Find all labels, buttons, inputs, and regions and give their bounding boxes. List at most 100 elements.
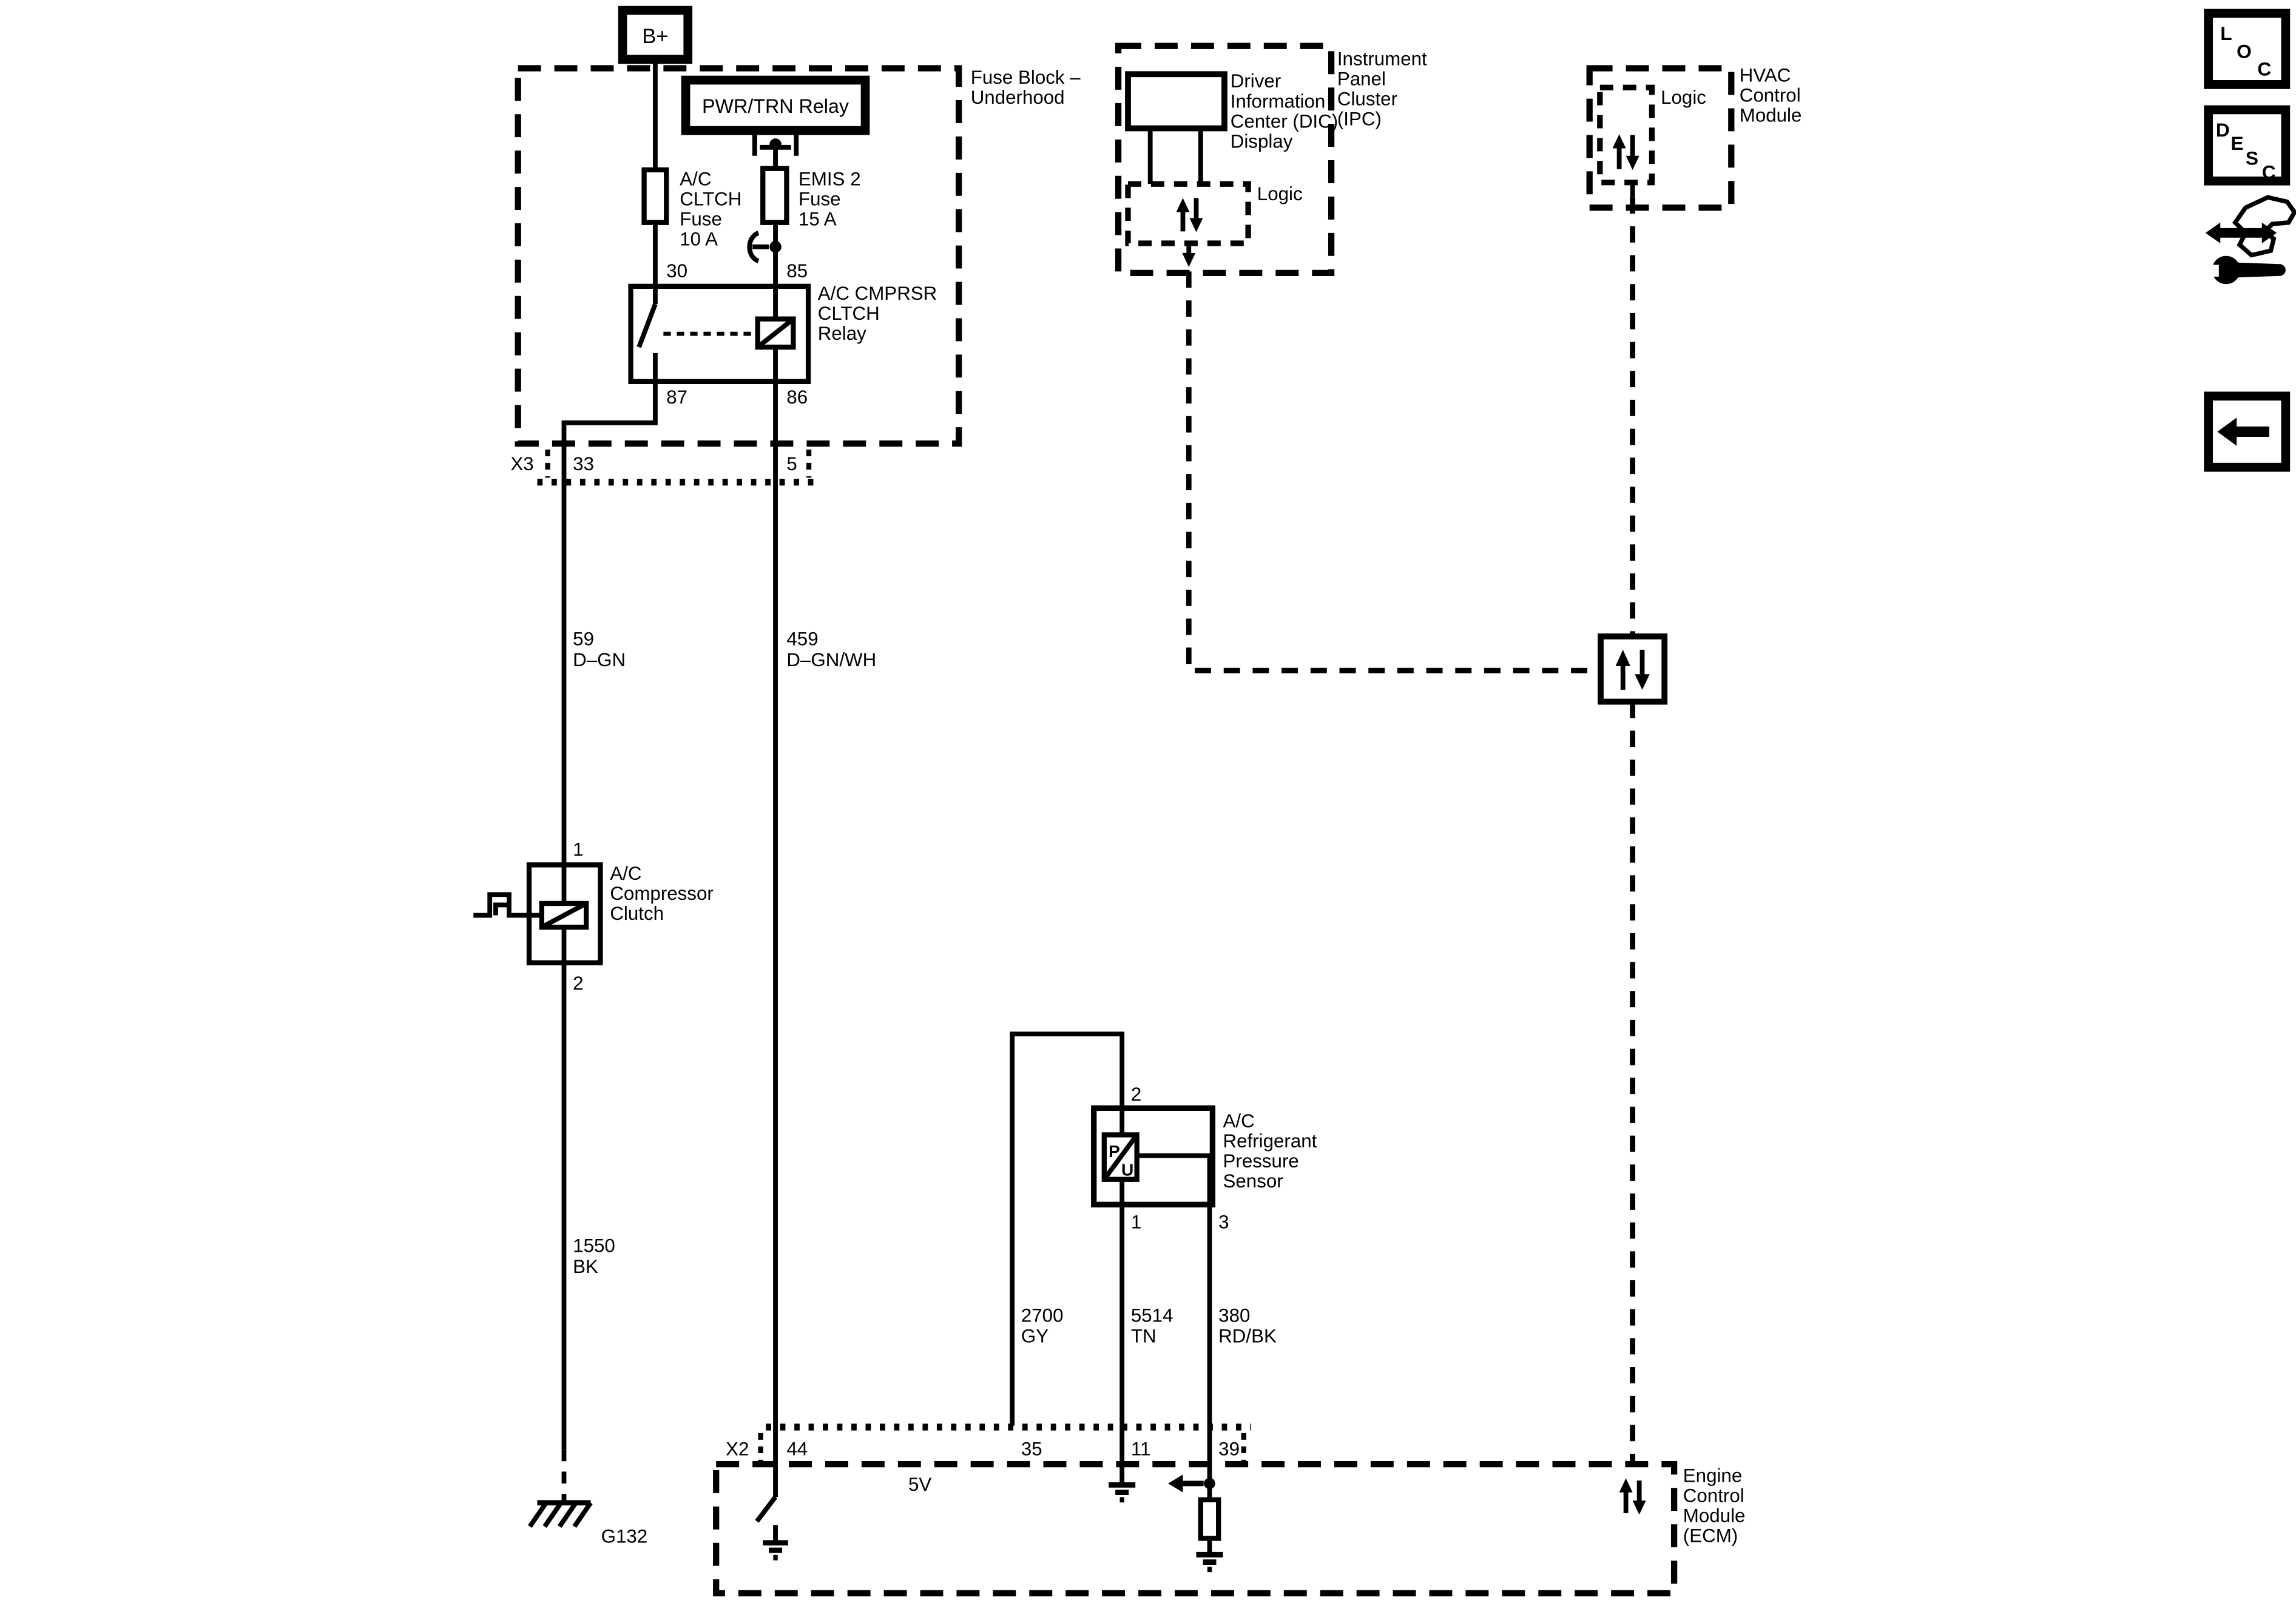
- sensor-symbol-p: P: [1109, 1142, 1120, 1161]
- ecm-pin44-switch: [755, 1464, 788, 1561]
- clutch-label: A/C: [610, 863, 641, 884]
- fuse-block-border: [515, 65, 962, 447]
- x2-label: X2: [726, 1439, 749, 1460]
- chassis-ground-icon: [528, 1500, 593, 1528]
- desc-letter: D: [2216, 119, 2230, 141]
- double-arrow-right-head: [2261, 222, 2277, 243]
- sensor-box: [1091, 1105, 1216, 1207]
- hvac-control-module: Logic HVAC Control Module: [1586, 64, 1802, 1465]
- engine-control-module: Engine Control Module (ECM) 5V: [713, 1461, 1745, 1597]
- fuse-block-label: Underhood: [971, 87, 1065, 108]
- fuse-block-label: Fuse Block –: [971, 67, 1081, 88]
- desc-button[interactable]: D E S C: [2204, 105, 2291, 186]
- hvac-border: [1586, 65, 1735, 211]
- x2-pin-35: 35: [1021, 1439, 1042, 1460]
- wire-1550-label: 1550: [573, 1235, 615, 1257]
- loc-letter: L: [2220, 22, 2232, 44]
- ecm-label: Engine: [1683, 1465, 1742, 1487]
- ac-cltch-fuse-label: CLTCH: [680, 189, 741, 210]
- hvac-label: Module: [1740, 104, 1802, 126]
- wire-2700-label: 2700: [1021, 1305, 1064, 1326]
- b-plus-box: [618, 5, 693, 64]
- switch-blade: [755, 1495, 778, 1523]
- emis2-fuse-label: EMIS 2: [799, 169, 861, 190]
- back-button[interactable]: [2204, 391, 2291, 472]
- serial-data-arrows-icon: [1615, 649, 1650, 690]
- dic-label: Driver: [1231, 70, 1281, 92]
- wire-59-label: 59: [573, 629, 594, 650]
- loc-letter: O: [2237, 40, 2252, 62]
- x3-label: X3: [510, 453, 533, 474]
- relay-pin-30: 30: [666, 260, 687, 282]
- relay-label: A/C CMPRSR: [818, 283, 937, 304]
- fuse-block-underhood: Fuse Block – Underhood: [515, 65, 1081, 447]
- sensor-pu-diagonal: [1102, 1133, 1139, 1181]
- ground-icon: [1196, 1551, 1223, 1573]
- desc-letter: C: [2262, 161, 2276, 183]
- relay-label: CLTCH: [818, 303, 880, 324]
- ac-cltch-fuse-label: Fuse: [680, 209, 722, 230]
- relay-pin-87: 87: [666, 387, 687, 408]
- loc-button[interactable]: L O C: [2204, 8, 2291, 89]
- wire-459-label: D–GN/WH: [786, 649, 876, 670]
- connector-x3: X3 33 5: [510, 449, 814, 486]
- ecm-label: Control: [1683, 1485, 1744, 1507]
- ground-g132-label: G132: [601, 1526, 648, 1547]
- back-arrow-head: [2217, 417, 2237, 446]
- hvac-label: HVAC: [1740, 64, 1791, 86]
- ecm-5v-label: 5V: [908, 1474, 931, 1495]
- pwr-trn-relay-label: PWR/TRN Relay: [702, 95, 849, 117]
- repair-tools-button[interactable]: [2205, 195, 2296, 285]
- circuit-59-dgn: 59 D–GN 1 2 A/C Compressor Clutch 1550 B…: [473, 381, 714, 1547]
- small-wrench-icon: [2212, 255, 2286, 285]
- sensor-label: Refrigerant: [1223, 1130, 1317, 1152]
- mechanical-link-icon: [493, 902, 509, 916]
- wire-5514-label: 5514: [1131, 1305, 1173, 1326]
- ground-icon: [763, 1540, 788, 1561]
- relay-coil-diagonal: [756, 317, 795, 349]
- dic-label: Information: [1231, 90, 1326, 112]
- resistor-symbol: [1198, 1497, 1221, 1541]
- ac-cltch-fuse-label: A/C: [680, 169, 711, 190]
- battery-feed: B+: [618, 5, 693, 291]
- sensor-symbol-u: U: [1121, 1161, 1133, 1180]
- mechanical-link-icon: [473, 892, 542, 918]
- ipc-border: [1115, 42, 1335, 277]
- junction-box: [1598, 633, 1668, 705]
- ecm-pin39-signal: [1168, 1464, 1223, 1573]
- x2-pin-39: 39: [1218, 1439, 1240, 1460]
- desc-box[interactable]: [2204, 105, 2291, 186]
- emis2-feed: EMIS 2 Fuse 15 A: [747, 132, 861, 291]
- serial-data-arrows-icon: [1176, 198, 1203, 232]
- dic-label: Center (DIC): [1231, 110, 1338, 132]
- wire-380-label: RD/BK: [1218, 1326, 1277, 1347]
- ecm-label: (ECM): [1683, 1525, 1738, 1547]
- ground-icon: [1109, 1482, 1136, 1503]
- x3-pin-33: 33: [573, 453, 594, 474]
- instrument-panel-cluster: Driver Information Center (DIC) Display …: [1115, 42, 1601, 673]
- ac-cmprsr-cltch-relay: 30 85 87 86 A/C CMPRSR CLTCH Relay: [628, 260, 937, 408]
- ecm-pin11-ground: [1109, 1464, 1136, 1503]
- ipc-label: Cluster: [1337, 89, 1397, 110]
- fuse-symbol: [641, 167, 669, 225]
- dic-label: Display: [1231, 130, 1293, 152]
- pwr-trn-relay-box: [681, 75, 870, 135]
- circuit-459-dgnwh: 459 D–GN/WH: [773, 381, 876, 1465]
- x3-pin-5: 5: [786, 453, 797, 474]
- ipc-logic-box: [1125, 181, 1251, 246]
- clutch-label: Compressor: [610, 883, 713, 904]
- loc-box[interactable]: [2204, 8, 2291, 89]
- wire-2700-label: GY: [1021, 1326, 1048, 1347]
- ecm-border: [713, 1461, 1678, 1597]
- sensor-pin-3: 3: [1218, 1211, 1229, 1232]
- wire-2700-gy: [1010, 1031, 1125, 1426]
- relay-box: [628, 283, 811, 384]
- hvac-label: Control: [1740, 84, 1801, 106]
- relay-pin-86: 86: [786, 387, 808, 408]
- fuse-symbol: [760, 166, 789, 225]
- clutch-coil-diagonal: [540, 901, 588, 930]
- ipc-label: Panel: [1337, 69, 1386, 90]
- serial-data-junction: [1598, 633, 1668, 705]
- clutch-pin-1: 1: [573, 839, 583, 860]
- serial-data-arrows-icon: [1612, 134, 1639, 170]
